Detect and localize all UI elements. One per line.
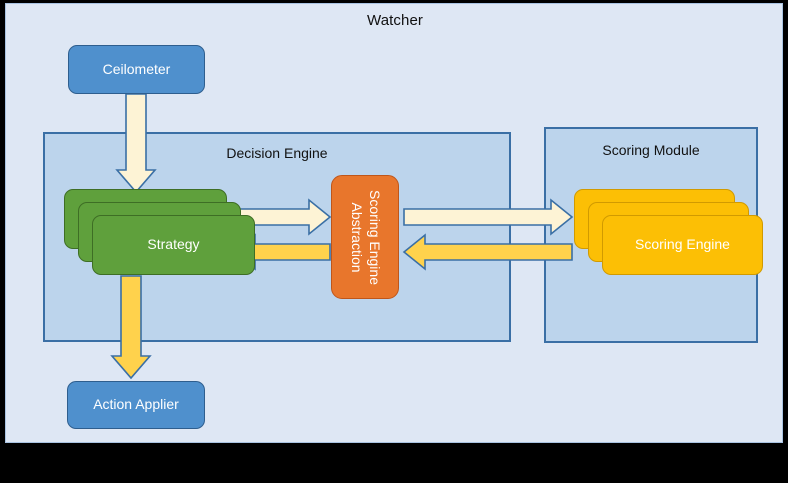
node-strategy[interactable]: Strategy <box>92 215 255 275</box>
group-title-scoring-module: Scoring Module <box>602 142 700 158</box>
node-scoring-engine-abstraction-label: Scoring Engine Abstraction <box>348 190 383 285</box>
node-scoring-engine-abstraction-label-line2: Abstraction <box>349 201 366 273</box>
node-scoring-engine[interactable]: Scoring Engine <box>602 215 763 275</box>
node-ceilometer[interactable]: Ceilometer <box>68 45 205 94</box>
node-scoring-engine-abstraction[interactable]: Scoring Engine Abstraction <box>331 175 399 299</box>
watcher-panel: Watcher Decision Engine Scoring Module <box>5 3 783 443</box>
node-strategy-stack[interactable]: Strategy <box>64 189 264 289</box>
node-scoring-engine-stack[interactable]: Scoring Engine <box>574 189 774 289</box>
node-strategy-label: Strategy <box>147 236 200 253</box>
node-ceilometer-label: Ceilometer <box>102 60 171 77</box>
node-scoring-engine-abstraction-label-line1: Scoring Engine <box>366 189 383 285</box>
node-action-applier[interactable]: Action Applier <box>67 381 205 429</box>
node-action-applier-label: Action Applier <box>93 396 179 413</box>
watcher-title: Watcher <box>367 12 423 29</box>
node-scoring-engine-label: Scoring Engine <box>635 236 730 253</box>
group-title-decision-engine: Decision Engine <box>226 145 328 161</box>
